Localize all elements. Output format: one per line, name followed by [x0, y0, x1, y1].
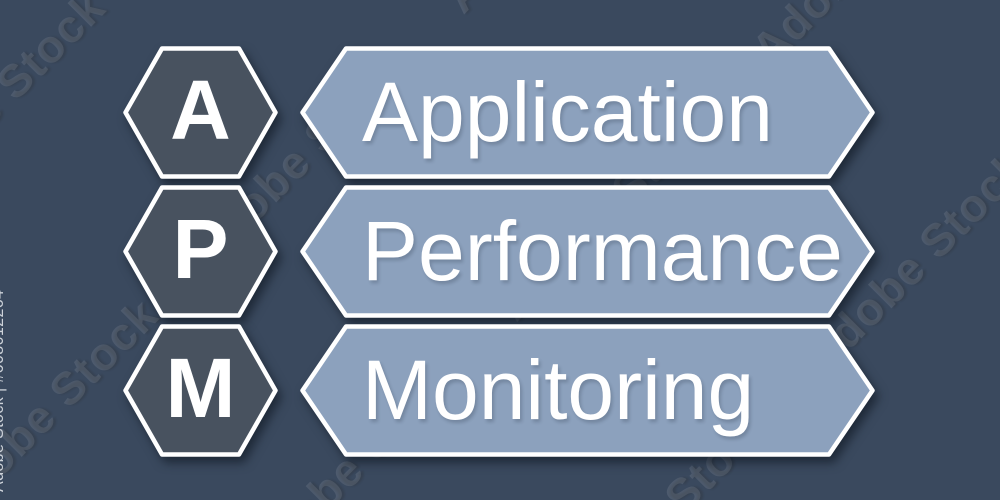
acronym-word: Application — [362, 65, 773, 159]
word-banner-monitoring: Monitoring — [300, 324, 875, 457]
acronym-word: Performance — [362, 204, 843, 298]
banner-shape — [300, 185, 875, 318]
hexagon-shape — [123, 324, 278, 457]
hexagon-shape — [123, 185, 278, 318]
hexagon-badge-a: A — [123, 46, 278, 179]
acronym-row-p: P Performance — [0, 185, 1000, 318]
banner-shape — [300, 46, 875, 179]
hexagon-badge-p: P — [123, 185, 278, 318]
banner-shape — [300, 324, 875, 457]
acronym-letter: M — [165, 341, 236, 435]
word-banner-performance: Performance — [300, 185, 875, 318]
acronym-word: Monitoring — [362, 343, 755, 437]
watermark-tile-text: Adobe Stock — [433, 0, 678, 23]
acronym-row-a: A Application — [0, 46, 1000, 179]
hexagon-badge-m: M — [123, 324, 278, 457]
stock-credit-watermark: Adobe Stock | #608012264 — [0, 289, 7, 492]
acronym-letter: A — [170, 63, 231, 157]
acronym-letter: P — [172, 202, 229, 296]
word-banner-application: Application — [300, 46, 875, 179]
acronym-row-m: M Monitoring — [0, 324, 1000, 457]
hexagon-shape — [123, 46, 278, 179]
